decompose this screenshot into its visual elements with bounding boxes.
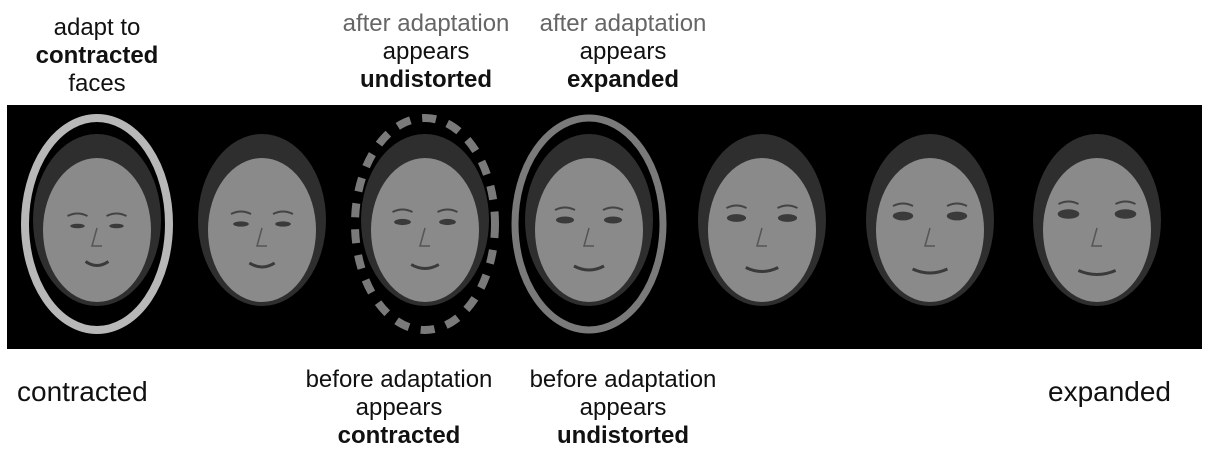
before-label-1-line2: appears [292, 394, 506, 422]
expanded-end-label: expanded [1048, 376, 1171, 408]
after-adaptation-expanded-label: after adaptation appears expanded [522, 10, 724, 94]
right-eye [947, 212, 967, 221]
left-eye [70, 224, 84, 228]
right-eye [439, 219, 456, 225]
left-eye [1058, 209, 1080, 219]
after-adaptation-undistorted-label: after adaptation appears undistorted [325, 10, 527, 94]
face-3 [361, 134, 489, 306]
right-eye [604, 217, 622, 224]
after-label-2-line3: expanded [522, 66, 724, 94]
face-1 [33, 134, 161, 306]
face-7 [1033, 134, 1161, 306]
contracted-end-label: contracted [17, 376, 148, 408]
face-2 [198, 134, 326, 306]
before-label-1-line1: before adaptation [292, 366, 506, 394]
after-label-1-line3: undistorted [325, 66, 527, 94]
face-morph-sequence [7, 105, 1202, 349]
before-label-2-line2: appears [516, 394, 730, 422]
before-label-1-line3: contracted [292, 422, 506, 450]
after-label-1-line1: after adaptation [325, 10, 527, 38]
right-eye [275, 221, 291, 226]
left-eye [556, 217, 574, 224]
adapt-label: adapt to contracted faces [16, 14, 178, 98]
right-eye [778, 214, 797, 222]
before-adaptation-undistorted-label: before adaptation appears undistorted [516, 366, 730, 450]
after-label-1-line2: appears [325, 38, 527, 66]
before-label-2-line1: before adaptation [516, 366, 730, 394]
before-label-2-line3: undistorted [516, 422, 730, 450]
left-eye [394, 219, 411, 225]
face-6 [866, 134, 994, 306]
adapt-label-line2: contracted [16, 42, 178, 70]
right-eye [109, 224, 123, 228]
face-5 [698, 134, 826, 306]
adapt-label-line1: adapt to [16, 14, 178, 42]
left-eye [727, 214, 746, 222]
left-eye [893, 212, 913, 221]
after-label-2-line2: appears [522, 38, 724, 66]
left-eye [233, 221, 249, 226]
face-4 [525, 134, 653, 306]
right-eye [1115, 209, 1137, 219]
before-adaptation-contracted-label: before adaptation appears contracted [292, 366, 506, 450]
face-strip [7, 105, 1202, 349]
adapt-label-line3: faces [16, 70, 178, 98]
after-label-2-line1: after adaptation [522, 10, 724, 38]
